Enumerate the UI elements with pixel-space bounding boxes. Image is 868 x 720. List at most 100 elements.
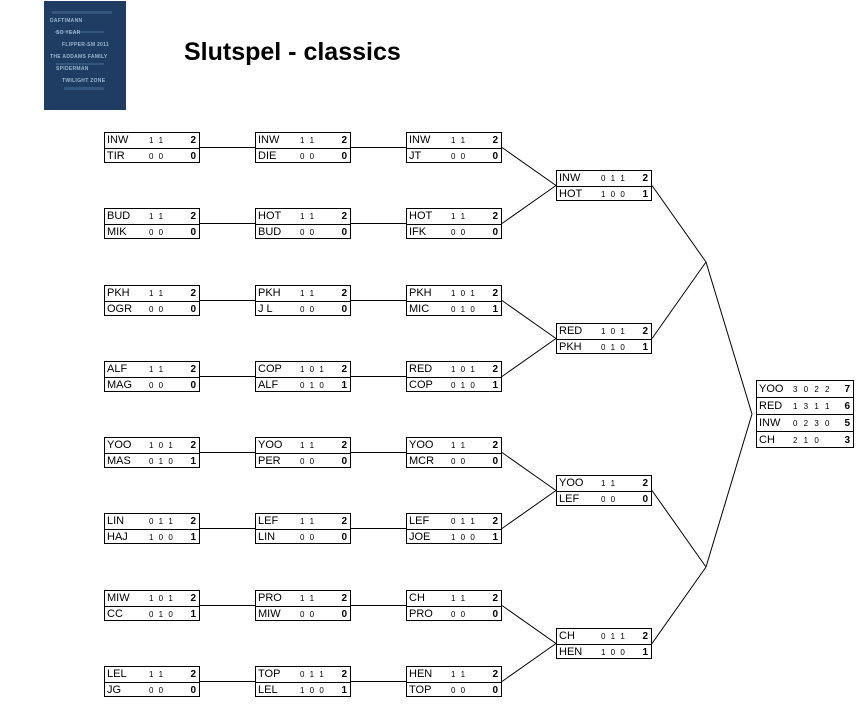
match-total: 0 — [190, 151, 196, 162]
game-scores: 0 0 — [149, 381, 165, 390]
player-name: JG — [107, 684, 122, 696]
game-scores: 1 0 1 — [300, 365, 326, 374]
logo-text: THE ADDAMS FAMILY — [50, 54, 108, 60]
game-scores: 0 0 — [149, 686, 165, 695]
match-total: 2 — [341, 211, 347, 222]
game-scores: 1 1 — [300, 136, 316, 145]
match-total: 1 — [642, 647, 648, 658]
game-scores: 1 0 0 — [300, 686, 326, 695]
game-scores: 1 0 1 — [451, 289, 477, 298]
connector-line — [705, 413, 753, 568]
match-total: 2 — [642, 478, 648, 489]
final-total: 5 — [844, 418, 850, 429]
connector-line — [651, 185, 707, 263]
game-scores: 0 0 — [149, 305, 165, 314]
game-scores: 1 0 1 — [149, 441, 175, 450]
connector-line — [651, 566, 707, 644]
player-name: MIW — [258, 608, 281, 620]
game-scores: 3 0 2 2 — [793, 385, 832, 394]
player-name: YOO — [409, 439, 434, 451]
game-scores: 0 0 — [451, 610, 467, 619]
game-scores: 2 1 0 — [793, 436, 821, 445]
player-name: DIE — [258, 150, 277, 162]
match-total: 0 — [341, 304, 347, 315]
match-total: 2 — [341, 135, 347, 146]
player-name: INW — [559, 172, 581, 184]
match-total: 0 — [341, 532, 347, 543]
player-name: YOO — [258, 439, 283, 451]
connector-line — [501, 185, 557, 224]
match-total: 2 — [492, 364, 498, 375]
player-name: LEF — [559, 493, 580, 505]
player-name: INW — [409, 134, 431, 146]
player-name: JOE — [409, 531, 431, 543]
game-scores: 1 0 0 — [149, 533, 175, 542]
final-total: 6 — [844, 401, 850, 412]
game-scores: 0 1 1 — [149, 517, 175, 526]
game-scores: 1 0 1 — [601, 327, 627, 336]
player-name: CH — [759, 434, 775, 446]
match-total: 0 — [492, 609, 498, 620]
match-total: 2 — [642, 173, 648, 184]
connector-line — [501, 643, 557, 682]
match-total: 0 — [642, 494, 648, 505]
match-total: 0 — [492, 227, 498, 238]
player-name: PKH — [409, 287, 432, 299]
match-total: 1 — [492, 304, 498, 315]
match-total: 1 — [190, 532, 196, 543]
match-total: 2 — [190, 211, 196, 222]
match-total: 2 — [642, 326, 648, 337]
game-scores: 0 1 1 — [601, 174, 627, 183]
player-name: MIC — [409, 303, 430, 315]
match-total: 2 — [642, 631, 648, 642]
match-total: 2 — [492, 669, 498, 680]
player-name: COP — [258, 363, 282, 375]
logo-text: TWILIGHT ZONE — [62, 78, 106, 84]
match-total: 1 — [190, 456, 196, 467]
player-name: RED — [759, 400, 783, 412]
final-row: RED 1 3 1 1 6 — [757, 398, 853, 415]
game-scores: 1 3 1 1 — [793, 402, 832, 411]
logo-stripe — [64, 87, 104, 90]
game-scores: 1 1 — [451, 670, 467, 679]
final-total: 7 — [844, 384, 850, 395]
match-total: 0 — [341, 227, 347, 238]
game-scores: 0 0 — [149, 228, 165, 237]
match-total: 2 — [341, 440, 347, 451]
game-scores: 0 0 — [451, 686, 467, 695]
player-name: PKH — [107, 287, 130, 299]
connector-line — [501, 300, 557, 339]
match-total: 2 — [492, 440, 498, 451]
player-name: JT — [409, 150, 422, 162]
player-name: COP — [409, 379, 433, 391]
player-name: LIN — [107, 515, 125, 527]
final-total: 3 — [844, 435, 850, 446]
player-name: HEN — [559, 646, 583, 658]
